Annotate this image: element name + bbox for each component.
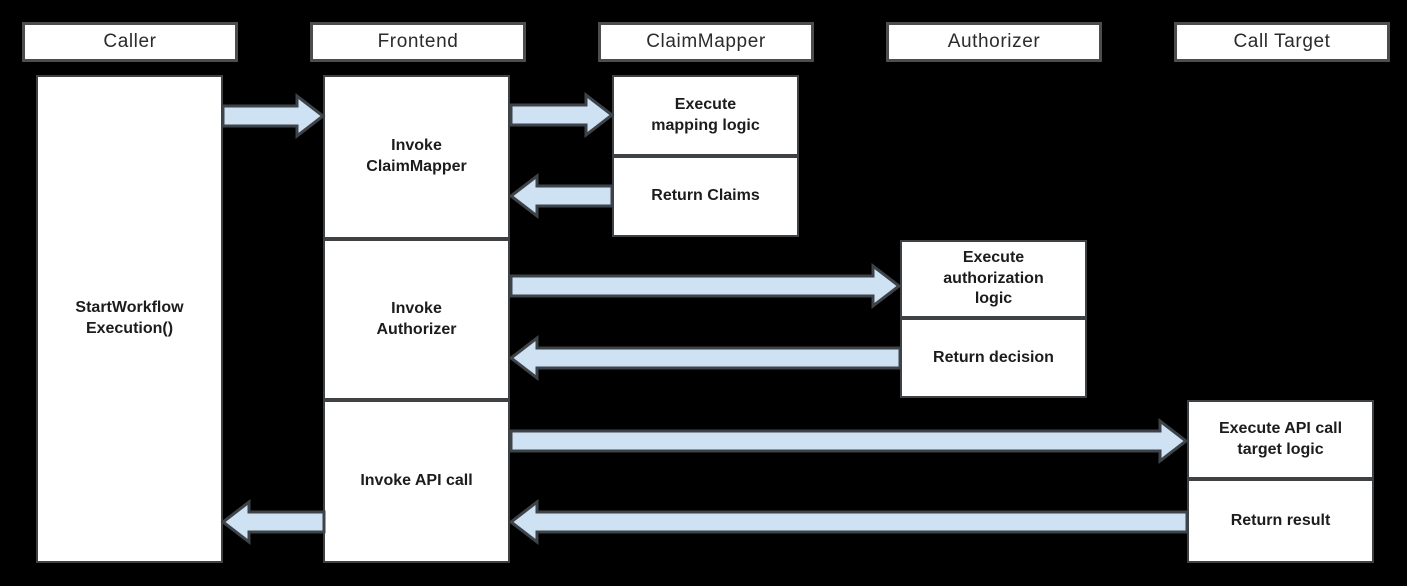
arrow-frontend-to-authorizer (509, 262, 902, 310)
activation-authorizer-return-decision: Return decision (900, 318, 1087, 398)
calltarget-return-result-label: Return result (1230, 511, 1331, 529)
lane-header-authorizer-label: Authorizer (947, 31, 1041, 52)
lane-header-frontend-label: Frontend (377, 31, 459, 52)
activation-claimmapper-execute-mapping-logic: Execute mapping logic (612, 75, 799, 156)
lane-header-claimmapper: ClaimMapper (598, 22, 814, 62)
authorizer-return-decision-label: Return decision (933, 348, 1054, 366)
arrow-claimmapper-return-to-frontend (508, 172, 614, 220)
calltarget-execute-api-call-target-logic-label: Execute API call target logic (1218, 419, 1343, 458)
authorizer-execute-authorization-logic-label: Execute authorization logic (943, 248, 1044, 308)
lane-header-claimmapper-label: ClaimMapper (646, 31, 766, 52)
frontend-invoke-claimmapper-label: Invoke ClaimMapper (366, 137, 467, 175)
activation-frontend-invoke-api-call: Invoke API call (323, 400, 510, 563)
lane-header-call-target-label: Call Target (1233, 31, 1331, 52)
caller-startworkflowexecution-label: StartWorkflow Execution() (75, 299, 184, 337)
arrow-calltarget-return-to-frontend (508, 498, 1189, 546)
arrow-caller-to-frontend (221, 92, 326, 140)
arrow-authorizer-return-to-frontend (508, 334, 902, 382)
activation-calltarget-return-result: Return result (1187, 479, 1374, 563)
frontend-invoke-authorizer-label: Invoke Authorizer (376, 299, 457, 338)
lane-header-caller-label: Caller (103, 31, 157, 52)
frontend-invoke-api-call-label: Invoke API call (360, 472, 473, 490)
arrow-frontend-to-claimmapper (509, 91, 615, 139)
arrow-frontend-return-to-caller (220, 498, 326, 546)
activation-frontend-invoke-claimmapper: Invoke ClaimMapper (323, 75, 510, 239)
activation-authorizer-execute-authorization-logic: Execute authorization logic (900, 240, 1087, 318)
lane-header-call-target: Call Target (1174, 22, 1390, 62)
claimmapper-execute-mapping-logic-label: Execute mapping logic (651, 95, 760, 134)
activation-calltarget-execute-api-call-target-logic: Execute API call target logic (1187, 400, 1374, 479)
lane-header-authorizer: Authorizer (886, 22, 1102, 62)
arrow-frontend-to-calltarget (509, 417, 1189, 465)
lane-header-caller: Caller (22, 22, 238, 62)
lane-header-frontend: Frontend (310, 22, 526, 62)
activation-frontend-invoke-authorizer: Invoke Authorizer (323, 239, 510, 400)
activation-claimmapper-return-claims: Return Claims (612, 156, 799, 237)
activation-caller-startworkflowexecution: StartWorkflow Execution() (36, 75, 223, 563)
claimmapper-return-claims-label: Return Claims (651, 187, 760, 205)
